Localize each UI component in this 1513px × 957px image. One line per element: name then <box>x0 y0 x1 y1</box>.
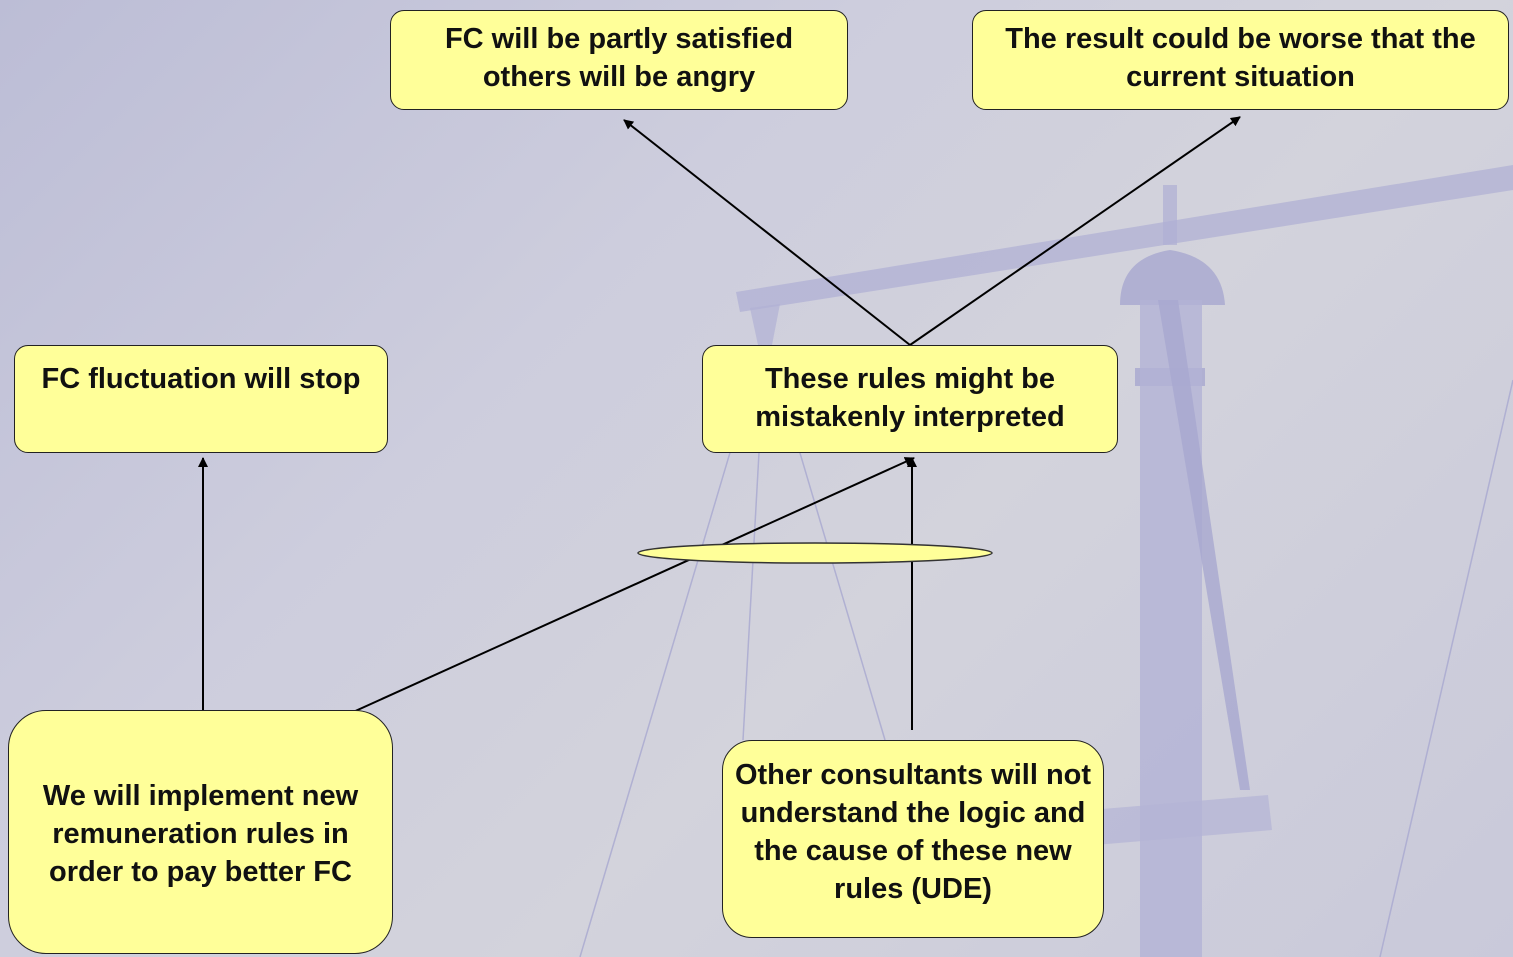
arrow-to-partly-satisfied <box>623 119 911 346</box>
node-worse-result-text: The result could be worse that the curre… <box>1005 23 1476 93</box>
node-partly-satisfied-text: FC will be partly satisfied others will … <box>444 23 794 93</box>
node-fluctuation-stop-text: FC fluctuation will stop <box>41 363 361 395</box>
node-fluctuation-stop: FC fluctuation will stop <box>14 345 388 453</box>
node-worse-result: The result could be worse that the curre… <box>972 10 1509 110</box>
node-implement-rules-text: We will implement new remuneration rules… <box>42 780 359 888</box>
and-connector-ellipse <box>637 542 993 564</box>
node-other-consultants: Other consultants will not understand th… <box>722 740 1104 938</box>
arrow-to-worse-result <box>909 116 1241 346</box>
node-mistaken-interpretation-text: These rules might be mistakenly interpre… <box>755 363 1065 433</box>
scale-hook-left <box>750 304 780 345</box>
node-implement-rules: We will implement new remuneration rules… <box>8 710 393 954</box>
node-other-consultants-text: Other consultants will not understand th… <box>734 759 1092 905</box>
scale-pan-right <box>1090 795 1272 845</box>
scale-knob <box>1163 185 1177 245</box>
node-mistaken-interpretation: These rules might be mistakenly interpre… <box>702 345 1118 453</box>
scale-dome <box>1120 250 1225 305</box>
node-partly-satisfied: FC will be partly satisfied others will … <box>390 10 848 110</box>
scale-needle <box>1158 300 1250 790</box>
scale-beam <box>736 165 1513 312</box>
